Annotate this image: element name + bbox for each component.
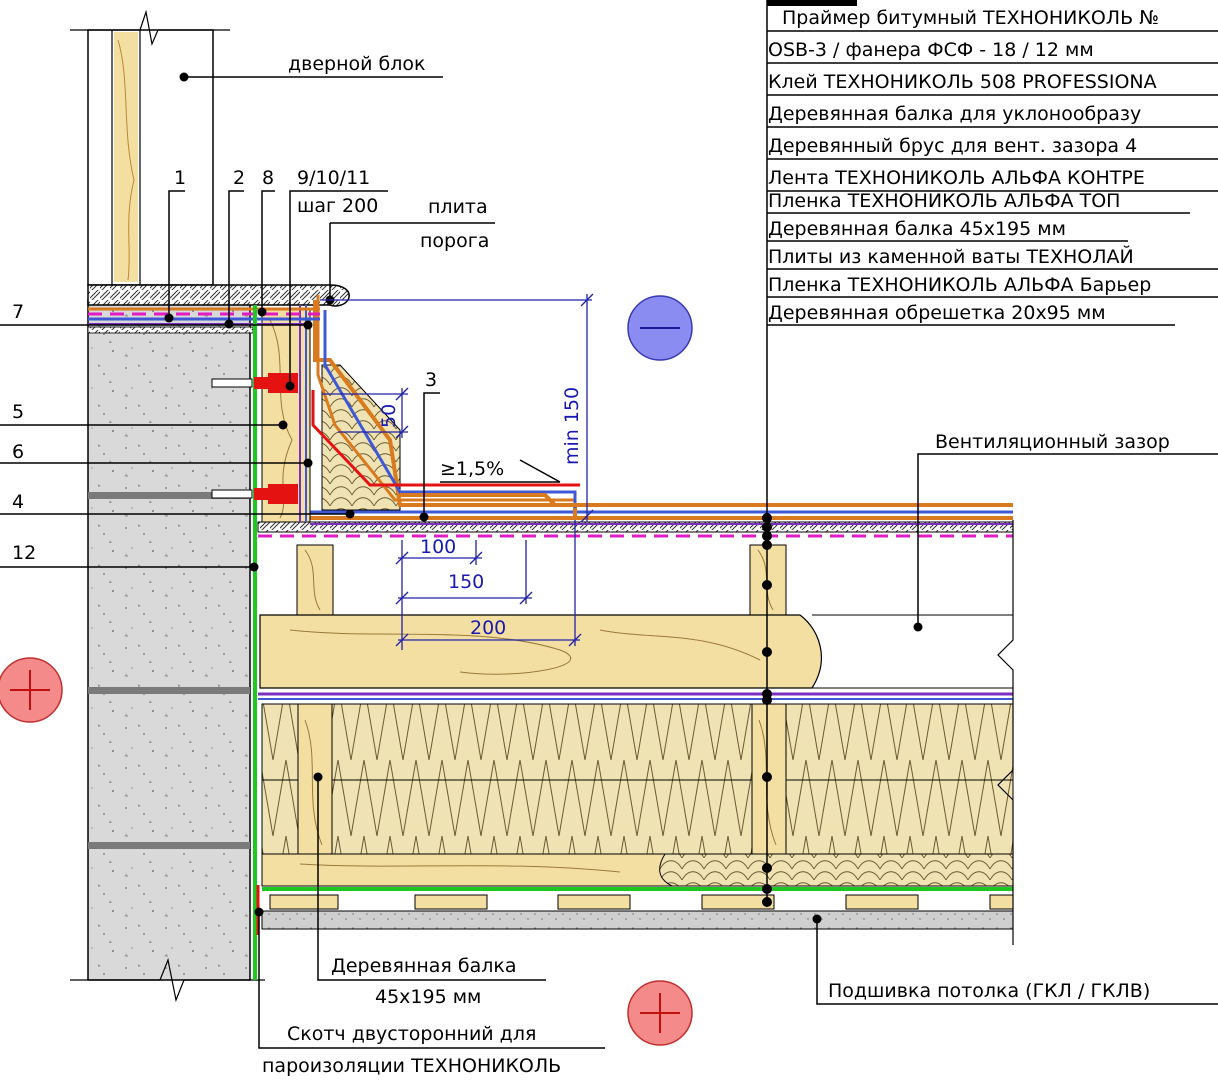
dim-100: 100 bbox=[420, 536, 456, 558]
callout-1: 1 bbox=[174, 167, 186, 189]
legend-item: Пленка ТЕХНОНИКОЛЬ АЛЬФА ТОП bbox=[768, 190, 1120, 212]
legend-leader-bundle bbox=[762, 0, 772, 907]
vent-gap-callout: Вентиляционный зазор bbox=[913, 431, 1218, 632]
legend-item: Лента ТЕХНОНИКОЛЬ АЛЬФА КОНТРЕ bbox=[768, 167, 1145, 189]
slope-indicator: ≥1,5% bbox=[440, 458, 561, 483]
ceiling-label: Подшивка потолка (ГКЛ / ГКЛВ) bbox=[828, 980, 1150, 1002]
threshold-plate bbox=[87, 284, 350, 307]
callout-5: 5 bbox=[12, 401, 24, 423]
legend-item: OSB-3 / фанера ФСФ - 18 / 12 мм bbox=[768, 39, 1094, 61]
vent-gap-label: Вентиляционный зазор bbox=[935, 431, 1170, 453]
tape-label-1: Скотч двусторонний для bbox=[287, 1023, 536, 1045]
slope-label: ≥1,5% bbox=[440, 458, 504, 480]
door-label: дверной блок bbox=[179, 53, 443, 82]
tape-label-2: пароизоляции ТЕХНОНИКОЛЬ bbox=[262, 1055, 561, 1077]
dim-50: 50 bbox=[378, 404, 400, 428]
left-callouts: 7 5 6 4 12 3 bbox=[0, 301, 440, 572]
minus-zone-marker bbox=[627, 295, 693, 361]
ceiling-assembly bbox=[257, 510, 1014, 945]
legend-item: Деревянный брус для вент. зазора 4 bbox=[768, 135, 1137, 157]
callout-2: 2 bbox=[233, 167, 245, 189]
beam-label-1: Деревянная балка bbox=[331, 955, 517, 977]
door-block bbox=[70, 9, 230, 286]
legend-item: Пленка ТЕХНОНИКОЛЬ АЛЬФА Барьер bbox=[768, 274, 1151, 296]
beam-label-2: 45х195 мм bbox=[375, 986, 481, 1008]
legend-item: Деревянная балка 45х195 мм bbox=[768, 218, 1066, 240]
callout-4: 4 bbox=[12, 491, 24, 513]
dimensions: 50 min 150 100 150 200 bbox=[320, 293, 594, 650]
legend-list: Праймер битумный ТЕХНОНИКОЛЬ № OSB-3 / ф… bbox=[767, 0, 1218, 326]
callout-9-10-11: 9/10/11 bbox=[297, 167, 370, 189]
beam-callout: Деревянная балка 45х195 мм bbox=[313, 772, 546, 1008]
door-block-label: дверной блок bbox=[288, 53, 425, 75]
callout-3: 3 bbox=[425, 369, 437, 391]
threshold-membranes bbox=[87, 307, 320, 334]
concrete-wall bbox=[70, 299, 265, 1003]
ceiling-callout: Подшивка потолка (ГКЛ / ГКЛВ) bbox=[812, 914, 1218, 1005]
plus-zone-marker-bottom bbox=[627, 980, 693, 1046]
legend-item: Клей ТЕХНОНИКОЛЬ 508 PROFESSIONA bbox=[768, 71, 1157, 93]
slope-wedge bbox=[261, 295, 1013, 523]
pitch-label: шаг 200 bbox=[297, 195, 378, 217]
callout-8: 8 bbox=[262, 167, 274, 189]
threshold-label-1: плита bbox=[428, 196, 488, 218]
threshold-label-2: порога bbox=[420, 230, 489, 252]
callout-6: 6 bbox=[12, 441, 24, 463]
dim-min-150: min 150 bbox=[561, 387, 583, 465]
top-callouts: 1 2 8 9/10/11 шаг 200 плита порога bbox=[164, 167, 495, 391]
legend-item: Деревянная балка для уклонообразу bbox=[768, 103, 1141, 125]
callout-12: 12 bbox=[12, 542, 36, 564]
tape-callout: Скотч двусторонний для пароизоляции ТЕХН… bbox=[254, 907, 605, 1077]
legend-item: Праймер битумный ТЕХНОНИКОЛЬ № bbox=[782, 7, 1159, 29]
legend-item: Деревянная обрешетка 20х95 мм bbox=[768, 302, 1106, 324]
dim-200: 200 bbox=[470, 617, 506, 639]
plus-zone-marker-left bbox=[0, 657, 63, 723]
callout-7: 7 bbox=[12, 301, 24, 323]
dim-150: 150 bbox=[448, 571, 484, 593]
legend-item: Плиты из каменной ваты ТЕХНОЛАЙ bbox=[768, 245, 1134, 268]
